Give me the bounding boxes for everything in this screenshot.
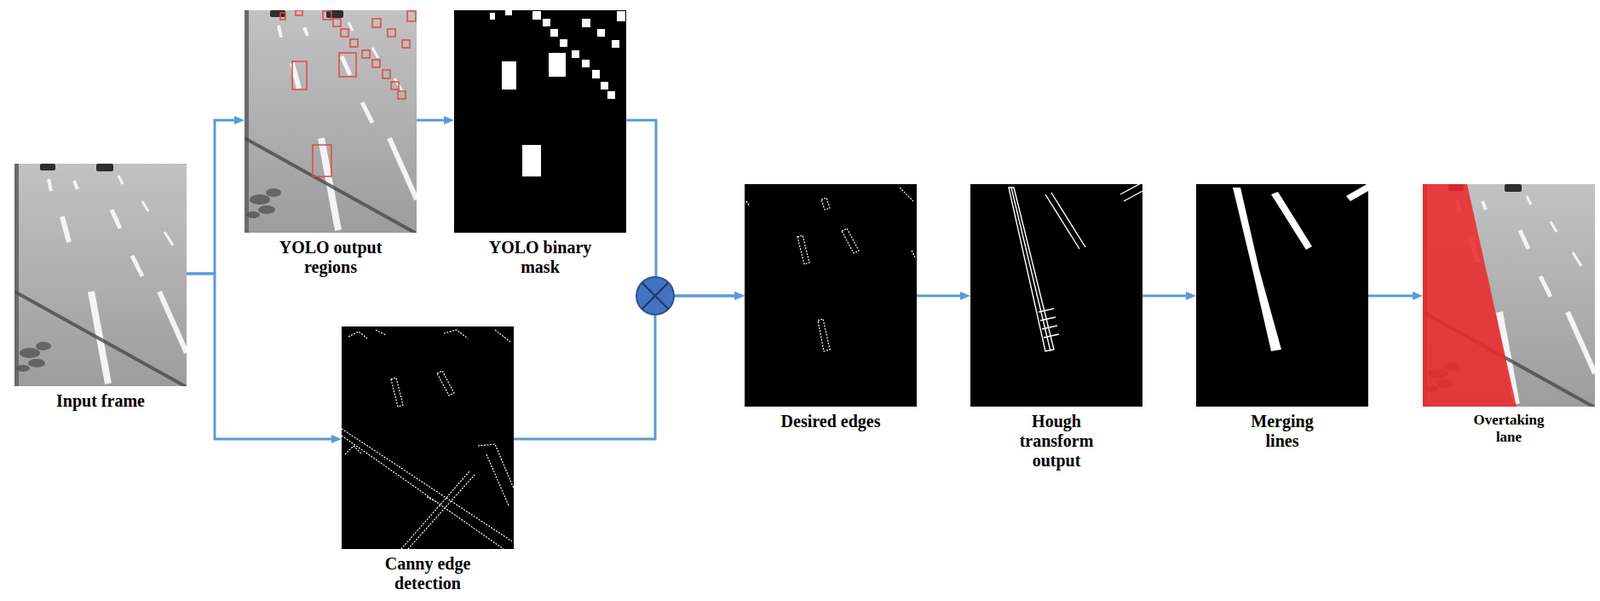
flow-arrow <box>186 273 335 439</box>
lane-overlay-photo <box>1422 184 1595 407</box>
detection-photo <box>244 10 417 233</box>
image-area <box>14 163 187 386</box>
line-map <box>970 184 1143 407</box>
flow-arrow <box>513 295 738 439</box>
flow-arrow <box>186 120 238 274</box>
image-area <box>1196 184 1369 407</box>
image-panel: Canny edge detection <box>341 326 514 593</box>
image-panel: YOLO binary mask <box>454 10 627 277</box>
flow-arrow <box>416 119 448 122</box>
image-area <box>744 184 917 407</box>
image-area <box>244 10 417 233</box>
image-area <box>970 184 1143 407</box>
image-panel: Merging lines <box>1196 184 1369 451</box>
image-panel: Input frame <box>14 163 187 411</box>
flow-arrow <box>626 120 738 296</box>
binary-mask <box>454 10 627 233</box>
panel-caption: Overtaking lane <box>1466 411 1552 445</box>
edge-map <box>341 326 514 549</box>
image-panel: YOLO output regions <box>244 10 417 277</box>
image-area <box>341 326 514 549</box>
image-area <box>454 10 627 233</box>
flow-arrow <box>916 294 964 298</box>
panel-caption: Merging lines <box>1239 411 1325 451</box>
edge-map <box>744 184 917 407</box>
road-photo <box>14 163 187 386</box>
lane-overlay <box>1422 184 1517 407</box>
panel-caption: Canny edge detection <box>370 553 486 593</box>
multiply-junction <box>636 276 674 315</box>
image-panel: Hough transform output <box>970 184 1143 471</box>
image-panel: Overtaking lane <box>1422 184 1595 445</box>
line-map <box>1196 184 1369 407</box>
flow-arrow <box>1142 294 1190 298</box>
image-area <box>1422 184 1595 407</box>
detection-boxes <box>280 10 416 177</box>
panel-caption: YOLO output regions <box>269 237 393 277</box>
flow-arrow <box>1368 294 1416 298</box>
image-panel: Desired edges <box>744 184 917 432</box>
panel-caption: YOLO binary mask <box>478 237 603 277</box>
panel-caption: Input frame <box>15 391 186 411</box>
panel-caption: Desired edges <box>745 411 916 432</box>
panel-caption: Hough transform output <box>1007 411 1106 471</box>
